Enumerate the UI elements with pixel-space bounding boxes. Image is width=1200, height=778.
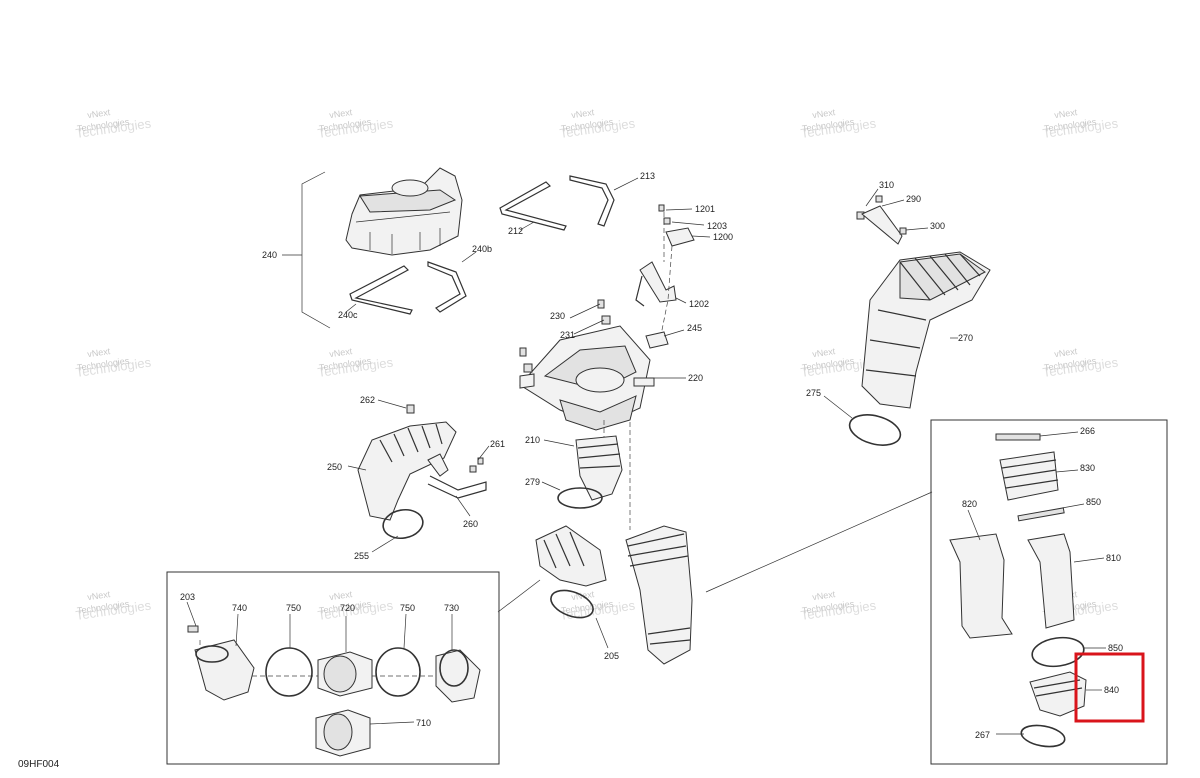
airbox-240-group: 240 240b 240c [262, 167, 492, 329]
callout-840: 840 [1104, 685, 1119, 695]
highlight-box [1074, 652, 1145, 723]
svg-text:vNext: vNext [1054, 346, 1079, 359]
sensor-1200-group: 1201 1203 1200 1202 [635, 204, 733, 341]
callout-275: 275 [806, 388, 821, 398]
callout-267: 267 [975, 730, 990, 740]
callout-830: 830 [1080, 463, 1095, 473]
svg-text:vNext: vNext [87, 107, 112, 120]
callout-290: 290 [906, 194, 921, 204]
callout-300: 300 [930, 221, 945, 231]
callout-262: 262 [360, 395, 375, 405]
callout-810: 810 [1106, 553, 1121, 563]
svg-text:vNext: vNext [87, 589, 112, 602]
callout-266: 266 [1080, 426, 1095, 436]
svg-text:vNext: vNext [812, 107, 837, 120]
callout-210: 210 [525, 435, 540, 445]
callout-203: 203 [180, 592, 195, 602]
callout-820: 820 [962, 499, 977, 509]
svg-text:vNext: vNext [87, 346, 112, 359]
callout-212: 212 [508, 226, 523, 236]
airbox-base-220-group: 230 231 245 220 [519, 299, 703, 530]
callout-1200: 1200 [713, 232, 733, 242]
callout-250: 250 [327, 462, 342, 472]
callout-720: 720 [340, 603, 355, 613]
callout-230: 230 [550, 311, 565, 321]
callout-231: 231 [560, 330, 575, 340]
figure-code: 09HF004 [18, 759, 60, 770]
callout-245: 245 [687, 323, 702, 333]
callout-710: 710 [416, 718, 431, 728]
callout-213: 213 [640, 171, 655, 181]
svg-text:vNext: vNext [329, 346, 354, 359]
callout-255: 255 [354, 551, 369, 561]
callout-260: 260 [463, 519, 478, 529]
gasket-240c [349, 265, 413, 315]
callout-1202: 1202 [689, 299, 709, 309]
boot-210-group: 210 279 [525, 435, 623, 509]
callout-750-a: 750 [286, 603, 301, 613]
duct-250-group: 262 261 250 260 255 [327, 395, 505, 561]
inset-box-left: 203 740 750 720 750 730 710 [166, 571, 500, 765]
callout-310: 310 [879, 180, 894, 190]
svg-text:vNext: vNext [812, 346, 837, 359]
svg-text:vNext: vNext [812, 589, 837, 602]
callout-240: 240 [262, 250, 277, 260]
callout-1203: 1203 [707, 221, 727, 231]
callout-270: 270 [958, 333, 973, 343]
long-duct-group [625, 525, 693, 665]
airbox-housing [345, 167, 463, 256]
callout-220: 220 [688, 373, 703, 383]
duct-205-group: 205 [535, 525, 619, 661]
callout-1201: 1201 [695, 204, 715, 214]
inset-box-right: 266 830 850 820 810 850 840 267 [930, 419, 1168, 765]
gasket-212-213-group: 212 213 [499, 171, 655, 236]
callout-850-a: 850 [1086, 497, 1101, 507]
callout-261: 261 [490, 439, 505, 449]
svg-text:vNext: vNext [571, 107, 596, 120]
callout-205: 205 [604, 651, 619, 661]
callout-750-b: 750 [400, 603, 415, 613]
svg-text:vNext: vNext [329, 107, 354, 120]
callout-850-b: 850 [1108, 643, 1123, 653]
callout-240c: 240c [338, 310, 358, 320]
gasket-240b [427, 261, 467, 313]
callout-279: 279 [525, 477, 540, 487]
svg-text:vNext: vNext [329, 589, 354, 602]
callout-730: 730 [444, 603, 459, 613]
duct-270-group: 310 290 300 270 275 [806, 180, 991, 446]
callout-740: 740 [232, 603, 247, 613]
callout-240b: 240b [472, 244, 492, 254]
svg-text:vNext: vNext [1054, 107, 1079, 120]
